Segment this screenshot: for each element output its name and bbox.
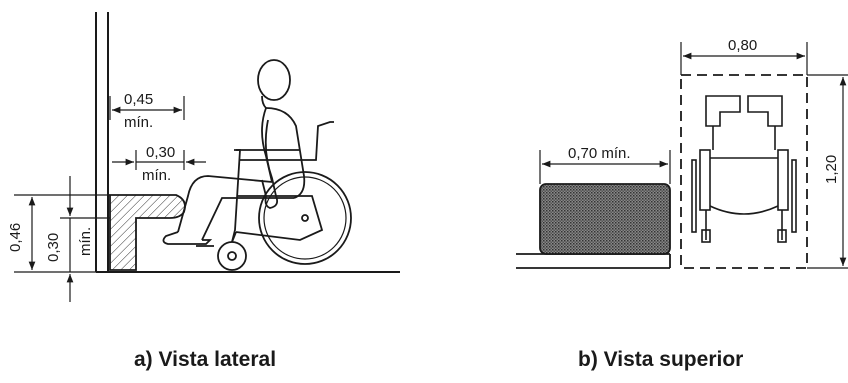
label-030-min: mín.: [142, 167, 171, 184]
wheelchair-top-view: [691, 95, 797, 243]
label-080: 0,80: [728, 37, 757, 54]
lateral-view: [14, 12, 400, 302]
label-030: 0,30: [146, 144, 175, 161]
rear-wheel: [258, 171, 352, 265]
front-wheel: [217, 241, 247, 271]
label-030v-min: mín.: [77, 227, 94, 256]
top-view: [516, 42, 848, 269]
caption-lateral: a) Vista lateral: [134, 348, 276, 371]
caption-superior: b) Vista superior: [578, 348, 743, 371]
label-045-min: mín.: [124, 114, 153, 131]
bench-top-view: [539, 183, 671, 255]
wheelchair-user-figure: [162, 59, 352, 271]
label-045: 0,45: [124, 91, 153, 108]
head: [257, 59, 291, 101]
label-070: 0,70 mín.: [568, 145, 631, 162]
label-120: 1,20: [823, 155, 840, 184]
label-046: 0,46: [7, 223, 24, 252]
label-030v: 0,30: [45, 233, 62, 262]
